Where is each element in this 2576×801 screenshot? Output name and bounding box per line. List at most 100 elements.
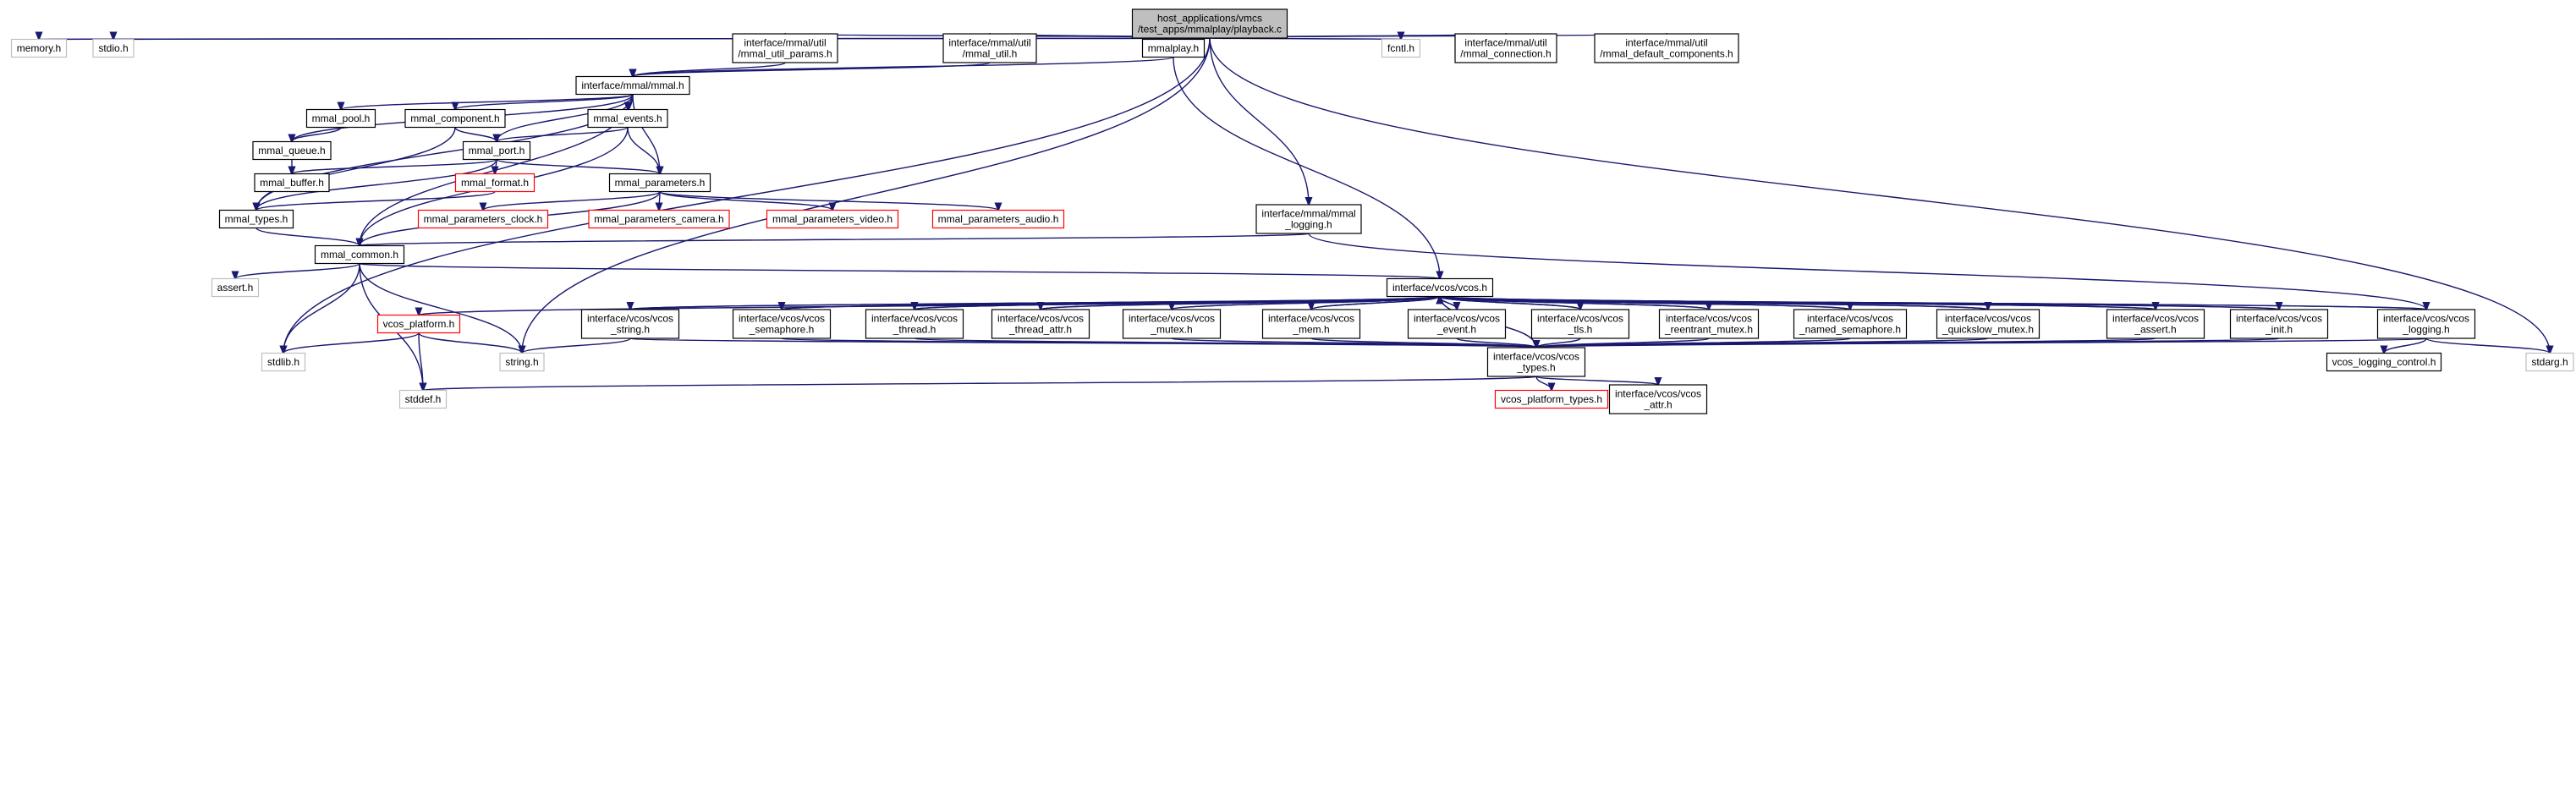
node-vcos-logging[interactable]: interface/vcos/vcos_logging.h	[2376, 309, 2476, 339]
node-label: interface/mmal/util	[948, 37, 1030, 49]
node-label: interface/vcos/vcos	[2383, 313, 2469, 325]
node-label: interface/vcos/vcos	[1615, 388, 1701, 400]
node-label: interface/mmal/util	[1464, 37, 1546, 49]
node-box	[608, 173, 711, 193]
node-label: interface/vcos/vcos.h	[1392, 282, 1487, 294]
node-label: _thread_attr.h	[1008, 324, 1072, 336]
node-box	[1407, 309, 1507, 339]
edge-mmal-logging-to-mmal-common	[360, 233, 1310, 246]
node-mmal-queue[interactable]: mmal_queue.h	[252, 140, 332, 161]
node-vcos-platform-types[interactable]: vcos_platform_types.h	[1494, 389, 1609, 409]
node-mmal[interactable]: interface/mmal/mmal.h	[575, 75, 690, 96]
node-label: host_applications/vmcs	[1157, 13, 1262, 25]
node-label: /mmal_util.h	[963, 48, 1018, 60]
node-label: mmalplay.h	[1148, 42, 1199, 54]
node-vcos-thread[interactable]: interface/vcos/vcos_thread.h	[865, 309, 964, 339]
node-box	[1608, 384, 1708, 414]
node-label: string.h	[505, 356, 538, 368]
node-mmal-format[interactable]: mmal_format.h	[454, 173, 536, 193]
node-box	[252, 140, 332, 161]
node-mmal-buffer[interactable]: mmal_buffer.h	[254, 173, 330, 193]
node-label: _thread.h	[893, 324, 936, 336]
node-mmal-parameters[interactable]: mmal_parameters.h	[608, 173, 711, 193]
node-box	[92, 38, 135, 58]
node-mmal-connection[interactable]: interface/mmal/util/mmal_connection.h	[1454, 33, 1557, 63]
node-fcntl[interactable]: fcntl.h	[1381, 38, 1421, 58]
node-mmal-port[interactable]: mmal_port.h	[462, 140, 531, 161]
edge-playback-to-stdlib	[283, 37, 1211, 354]
edge-mmal-port-to-mmal-parameters	[496, 158, 660, 174]
node-mmal-component[interactable]: mmal_component.h	[404, 108, 506, 129]
node-label: _logging.h	[1284, 219, 1332, 231]
node-box	[254, 173, 330, 193]
edge-mmal-parameters-to-mmal-parameters-camera	[659, 191, 660, 211]
node-vcos-reentrant-mutex[interactable]: interface/vcos/vcos_reentrant_mutex.h	[1658, 309, 1760, 339]
node-mmal-parameters-video[interactable]: mmal_parameters_video.h	[766, 209, 899, 229]
node-stddef[interactable]: stddef.h	[398, 389, 448, 409]
node-box	[2525, 352, 2574, 372]
node-label: interface/mmal/mmal	[1261, 208, 1355, 220]
node-label: assert.h	[217, 282, 254, 294]
edge-vcos-platform-to-string	[418, 332, 522, 354]
edge-mmal-component-to-mmal-types	[256, 127, 456, 211]
edge-mmal-events-to-mmal-port	[497, 126, 629, 142]
node-vcos-quickslow-mutex[interactable]: interface/vcos/vcos_quickslow_mutex.h	[1936, 309, 2040, 339]
node-vcos-named-semaphore[interactable]: interface/vcos/vcos_named_semaphore.h	[1793, 309, 1908, 339]
node-playback[interactable]: host_applications/vmcs/test_apps/mmalpla…	[1131, 8, 1288, 39]
edge-mmal-format-to-mmal-types	[256, 190, 496, 211]
node-mmal-logging[interactable]: interface/mmal/mmal_logging.h	[1255, 204, 1362, 234]
node-vcos-platform[interactable]: vcos_platform.h	[376, 314, 461, 334]
node-mmal-default-components[interactable]: interface/mmal/util/mmal_default_compone…	[1594, 33, 1739, 63]
node-mmal-util-params[interactable]: interface/mmal/util/mmal_util_params.h	[732, 33, 838, 63]
node-vcos-string[interactable]: interface/vcos/vcos_string.h	[580, 309, 680, 339]
node-label: /test_apps/mmalplay/playback.c	[1138, 24, 1282, 36]
node-label: mmal_parameters_clock.h	[424, 213, 543, 225]
node-label: /mmal_default_components.h	[1600, 48, 1733, 60]
node-vcos-logging-control[interactable]: vcos_logging_control.h	[2326, 352, 2442, 372]
node-label: mmal_port.h	[469, 145, 525, 156]
node-vcos-types[interactable]: interface/vcos/vcos_types.h	[1486, 347, 1586, 377]
node-memory[interactable]: memory.h	[10, 38, 68, 58]
node-mmal-types[interactable]: mmal_types.h	[218, 209, 294, 229]
node-vcos-semaphore[interactable]: interface/vcos/vcos_semaphore.h	[732, 309, 832, 339]
node-stdio[interactable]: stdio.h	[92, 38, 135, 58]
node-vcos-event[interactable]: interface/vcos/vcos_event.h	[1407, 309, 1507, 339]
node-box	[1261, 309, 1361, 339]
node-label: _attr.h	[1643, 399, 1672, 411]
node-mmal-events[interactable]: mmal_events.h	[587, 108, 668, 129]
node-mmal-util[interactable]: interface/mmal/util/mmal_util.h	[942, 33, 1037, 63]
node-mmal-common[interactable]: mmal_common.h	[314, 244, 405, 265]
edge-mmal-common-to-string	[359, 263, 522, 354]
node-vcos-init[interactable]: interface/vcos/vcos_init.h	[2229, 309, 2329, 339]
node-stdlib[interactable]: stdlib.h	[261, 352, 306, 372]
node-box	[1381, 38, 1421, 58]
node-box	[261, 352, 306, 372]
node-label: interface/vcos/vcos	[587, 313, 673, 325]
node-label: mmal_component.h	[410, 112, 499, 124]
node-label: _tls.h	[1568, 324, 1593, 336]
node-assert[interactable]: assert.h	[211, 277, 260, 298]
node-vcos-thread-attr[interactable]: interface/vcos/vcos_thread_attr.h	[991, 309, 1090, 339]
edge-mmal-events-to-mmal-parameters	[627, 127, 660, 174]
node-stdarg[interactable]: stdarg.h	[2525, 352, 2574, 372]
node-vcos-mem[interactable]: interface/vcos/vcos_mem.h	[1261, 309, 1361, 339]
edge-playback-to-stdarg	[1209, 37, 2550, 354]
node-vcos[interactable]: interface/vcos/vcos.h	[1386, 277, 1494, 298]
node-vcos-mutex[interactable]: interface/vcos/vcos_mutex.h	[1122, 309, 1222, 339]
node-label: interface/vcos/vcos	[871, 313, 958, 325]
node-mmal-parameters-audio[interactable]: mmal_parameters_audio.h	[931, 209, 1065, 229]
node-box	[404, 108, 506, 129]
node-box	[462, 140, 531, 161]
node-mmal-pool[interactable]: mmal_pool.h	[305, 108, 376, 129]
node-mmal-parameters-camera[interactable]: mmal_parameters_camera.h	[588, 209, 730, 229]
node-mmal-parameters-clock[interactable]: mmal_parameters_clock.h	[417, 209, 549, 229]
node-vcos-assert[interactable]: interface/vcos/vcos_assert.h	[2106, 309, 2205, 339]
node-string[interactable]: string.h	[499, 352, 545, 372]
node-label: mmal_pool.h	[312, 112, 371, 124]
node-vcos-tls[interactable]: interface/vcos/vcos_tls.h	[1530, 309, 1630, 339]
node-vcos-attr[interactable]: interface/vcos/vcos_attr.h	[1608, 384, 1708, 414]
edge-mmal-pool-to-mmal-queue	[292, 126, 342, 142]
node-label: mmal_parameters.h	[615, 177, 706, 189]
node-box	[580, 309, 680, 339]
node-mmalplay[interactable]: mmalplay.h	[1141, 38, 1206, 58]
